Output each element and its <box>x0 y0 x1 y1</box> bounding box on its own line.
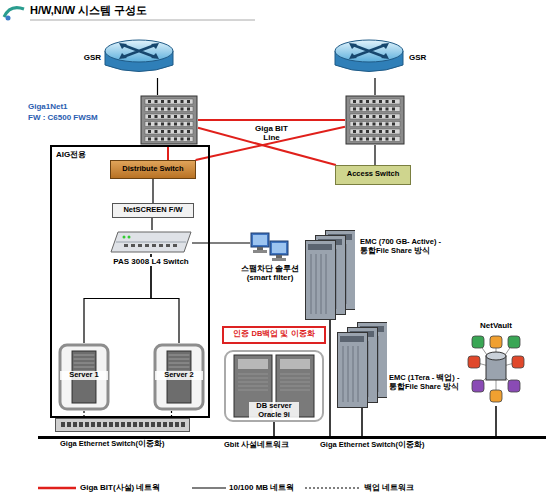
node-label: Giga Ethernet Switch(이중화) <box>60 440 200 449</box>
node-label: 스팸차단 솔루션 (smart filter) <box>232 264 308 282</box>
diagram-title: H/W,N/W 시스템 구성도 <box>30 4 270 17</box>
node-label: FW : C6500 FWSM <box>28 113 133 122</box>
group-box: AIG전용 Distribute SwitchNetSCREEN F/W PAS 3… <box>50 145 210 418</box>
title-underline <box>30 20 255 21</box>
l4-switch-device: PAS 3008 L4 Switch <box>110 230 192 254</box>
edge-label: Giga BIT Line <box>250 124 294 142</box>
connector-line <box>198 119 345 121</box>
node-label: PAS 3008 L4 Switch <box>104 257 198 266</box>
connector-line <box>495 406 497 436</box>
note-box: 인증 DB백업 및 이중화 <box>222 326 326 344</box>
ethernet-switch-bar-art <box>55 418 190 432</box>
node-label: NetSCREEN F/W <box>113 206 193 215</box>
legend-text: 10/100 MB 네트웍 <box>229 483 304 492</box>
ethernet-switch-bar: Giga Ethernet Switch(이중화) <box>55 418 190 432</box>
storage-cabinet: EMC (1Tera - 백업) - 통합File Share 방식 <box>337 322 387 408</box>
node-label: NetVault <box>460 321 532 330</box>
connector-line <box>151 254 179 343</box>
connector-line <box>192 242 250 243</box>
backup-cluster: NetVault <box>460 318 532 406</box>
connector-line <box>361 408 363 436</box>
backup-cluster-art <box>460 318 532 406</box>
db-server: DB server Oracle 9i <box>224 350 324 422</box>
node-label: DB server Oracle 9i <box>249 402 299 419</box>
storage-cabinet-art <box>305 230 355 320</box>
server-tower: Server 1 <box>58 343 110 411</box>
switch-chassis <box>345 95 405 145</box>
switch-box: Distribute Switch <box>110 160 196 179</box>
switch-chassis-art <box>140 95 198 145</box>
node-label: EMC (1Tera - 백업) - 통합File Share 방식 <box>389 374 465 391</box>
connector-line <box>167 145 169 160</box>
router-icon-art <box>333 38 405 78</box>
node-label: Distribute Switch <box>111 165 195 174</box>
node-label: Server 1 <box>60 371 108 380</box>
switch-chassis-art <box>345 95 405 145</box>
router-icon: GSR <box>333 38 405 78</box>
connector-line <box>84 254 151 343</box>
connector-line <box>329 320 331 436</box>
filter-pc-icon-art <box>250 232 290 262</box>
switch-box: Access Switch <box>335 165 411 185</box>
l4-switch-device-art <box>110 230 192 254</box>
router-icon-art <box>103 38 175 78</box>
network-label: Gbit 사설네트워크 <box>224 441 319 450</box>
legend-dotted-line <box>305 487 360 488</box>
node-label: Server 2 <box>155 371 203 380</box>
filter-pc-icon: 스팸차단 솔루션 (smart filter) <box>250 232 290 262</box>
storage-cabinet-art <box>337 322 387 408</box>
network-bus: Giga Ethernet Switch(이중화) <box>38 436 546 439</box>
connector-line <box>152 179 153 203</box>
title-icon <box>4 8 24 17</box>
router-icon: GSR <box>103 38 175 78</box>
connector-line <box>374 78 375 95</box>
node-label: Access Switch <box>336 170 410 179</box>
node-label: 인증 DB백업 및 이중화 <box>224 330 324 339</box>
legend-text: 백업 네트워크 <box>364 483 474 492</box>
firewall-box: NetSCREEN F/W <box>112 203 194 218</box>
legend-red-line <box>38 487 76 490</box>
connector-line <box>157 78 158 95</box>
connector-line <box>374 145 375 165</box>
node-label: Giga1Net1 <box>28 102 133 111</box>
node-label: GSR <box>73 53 101 62</box>
node-label: GSR <box>409 53 439 62</box>
title-icon-dot <box>6 16 11 21</box>
node-label: EMC (700 GB- Active) - 통합File Share 방식 <box>360 238 444 255</box>
connector-line <box>151 218 152 230</box>
connector-line <box>273 422 275 436</box>
legend-black-line <box>192 487 226 488</box>
node-label: Giga Ethernet Switch(이중화) <box>320 441 460 450</box>
switch-chassis: Giga1Net1FW : C6500 FWSM <box>140 95 198 145</box>
storage-cabinet: EMC (700 GB- Active) - 통합File Share 방식 <box>305 230 355 320</box>
legend-text: Giga BIT(사설) 네트웍 <box>80 483 190 492</box>
server-tower: Server 2 <box>153 343 205 411</box>
node-label: AIG전용 <box>56 150 126 159</box>
